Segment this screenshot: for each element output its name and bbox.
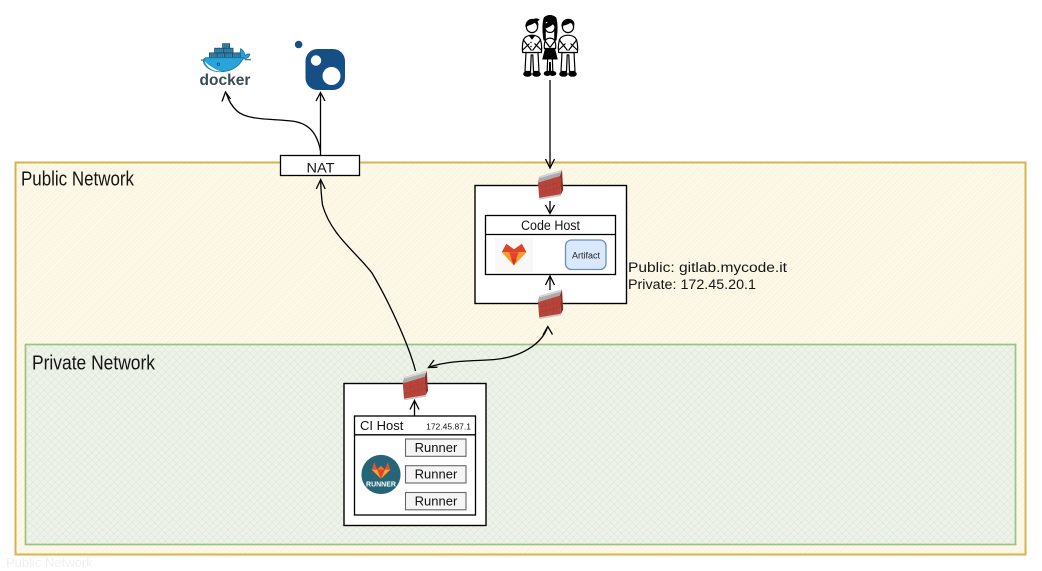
svg-text:Private: 172.45.20.1: Private: 172.45.20.1 — [628, 277, 756, 293]
svg-text:Runner: Runner — [415, 440, 458, 455]
svg-text:Runner: Runner — [415, 467, 458, 482]
svg-text:Code Host: Code Host — [521, 218, 580, 233]
svg-text:Public Network: Public Network — [6, 555, 93, 570]
svg-text:docker: docker — [200, 72, 251, 89]
svg-text:RUNNER: RUNNER — [366, 481, 396, 488]
svg-text:Public: gitlab.mycode.it: Public: gitlab.mycode.it — [628, 260, 787, 276]
svg-text:NAT: NAT — [307, 161, 335, 176]
svg-text:Private Network: Private Network — [32, 353, 156, 375]
svg-text:Public Network: Public Network — [21, 169, 135, 191]
svg-text:172.45.87.1: 172.45.87.1 — [426, 422, 471, 432]
svg-text:CI Host: CI Host — [360, 418, 404, 433]
svg-text:Runner: Runner — [415, 494, 458, 509]
svg-text:Artifact: Artifact — [572, 251, 601, 261]
